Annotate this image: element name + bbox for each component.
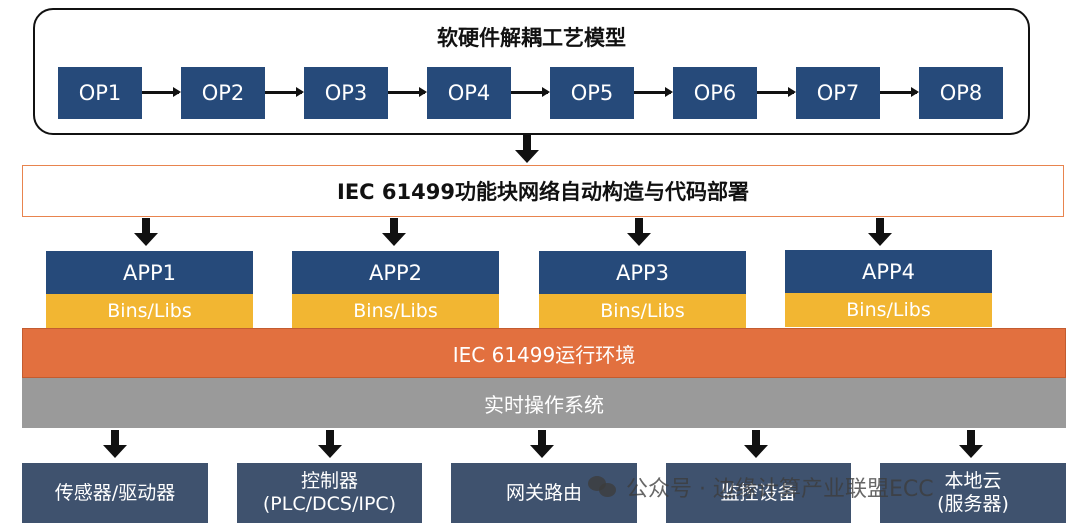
down-arrow-icon bbox=[744, 430, 768, 460]
watermark-text: 公众号 · 边缘计算产业联盟ECC bbox=[626, 477, 934, 502]
op-arrow-5 bbox=[634, 87, 673, 97]
device-label: 网关路由 bbox=[505, 481, 582, 504]
down-arrow-icon bbox=[530, 430, 554, 460]
rtos-band: 实时操作系统 bbox=[22, 378, 1066, 428]
down-arrow-icon bbox=[868, 218, 892, 248]
device-box-controller: 控制器 (PLC/DCS/IPC) bbox=[237, 463, 422, 523]
bins-libs-box-2: Bins/Libs bbox=[292, 294, 499, 328]
app-box-1: APP1 bbox=[46, 251, 253, 294]
op-arrow-6 bbox=[757, 87, 796, 97]
down-arrow-icon bbox=[134, 218, 158, 248]
app-box-2: APP2 bbox=[292, 251, 499, 294]
device-label: 控制器 bbox=[300, 470, 358, 493]
device-box-local-cloud: 本地云 (服务器) bbox=[880, 463, 1066, 523]
op-arrow-1 bbox=[142, 87, 181, 97]
down-arrow-icon bbox=[318, 430, 342, 460]
device-sublabel: (服务器) bbox=[937, 493, 1009, 515]
down-arrow-icon bbox=[515, 135, 539, 165]
op-box-7: OP7 bbox=[796, 67, 880, 119]
process-model-title: 软硬件解耦工艺模型 bbox=[437, 26, 626, 50]
device-box-monitoring: 监控设备 bbox=[666, 463, 851, 523]
op-box-3: OP3 bbox=[304, 67, 388, 119]
watermark: 公众号 · 边缘计算产业联盟ECC bbox=[588, 470, 1058, 504]
down-arrow-icon bbox=[382, 218, 406, 248]
app-box-3: APP3 bbox=[539, 251, 746, 294]
op-box-6: OP6 bbox=[673, 67, 757, 119]
bins-libs-box-1: Bins/Libs bbox=[46, 294, 253, 328]
device-label: 传感器/驱动器 bbox=[54, 481, 176, 504]
op-arrow-2 bbox=[265, 87, 304, 97]
device-box-sensor-actuator: 传感器/驱动器 bbox=[22, 463, 208, 523]
iec61499-runtime-band: IEC 61499运行环境 bbox=[22, 328, 1066, 378]
down-arrow-icon bbox=[627, 218, 651, 248]
bins-libs-box-3: Bins/Libs bbox=[539, 294, 746, 328]
op-box-2: OP2 bbox=[181, 67, 265, 119]
op-box-8: OP8 bbox=[919, 67, 1003, 119]
op-box-4: OP4 bbox=[427, 67, 511, 119]
op-arrow-4 bbox=[511, 87, 550, 97]
device-label: 本地云 bbox=[944, 470, 1002, 493]
op-box-1: OP1 bbox=[58, 67, 142, 119]
device-sublabel: (PLC/DCS/IPC) bbox=[262, 493, 397, 515]
down-arrow-icon bbox=[103, 430, 127, 460]
op-arrow-7 bbox=[880, 87, 919, 97]
op-box-5: OP5 bbox=[550, 67, 634, 119]
device-label: 监控设备 bbox=[720, 481, 797, 504]
fb-network-construction-band: IEC 61499功能块网络自动构造与代码部署 bbox=[22, 165, 1064, 217]
app-box-4: APP4 bbox=[785, 250, 992, 293]
down-arrow-icon bbox=[959, 430, 983, 460]
wechat-icon bbox=[588, 474, 618, 500]
op-arrow-3 bbox=[388, 87, 427, 97]
bins-libs-box-4: Bins/Libs bbox=[785, 293, 992, 327]
